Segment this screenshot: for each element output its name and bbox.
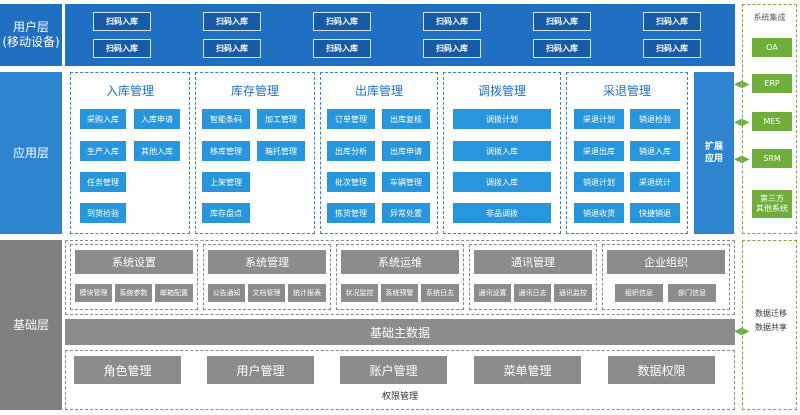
account-management-block: 账户管理: [340, 356, 447, 384]
base-panel-title: 企业组织: [607, 250, 725, 274]
base-item: 邮箱配置: [155, 284, 193, 302]
panel-title: 调拨管理: [477, 84, 526, 98]
arrow-icon: ◀▶: [734, 117, 750, 128]
data-migration-panel: [742, 240, 797, 410]
app-item: 订单管理: [327, 109, 375, 129]
app-item: 采购入库: [80, 109, 126, 129]
scan-inbound-button: 扫码入库: [533, 39, 591, 58]
panel-title: 采退管理: [602, 84, 651, 98]
app-item: 上架管理: [202, 172, 250, 192]
app-item: 加工管理: [257, 109, 305, 129]
base-panel-title: 系统运维: [341, 250, 459, 274]
base-item: 统计报表: [288, 284, 326, 302]
app-item: 销退检验: [630, 109, 680, 129]
base-item: 模块管理: [75, 284, 112, 302]
base-item: 系统日志: [421, 284, 459, 302]
app-item: 批次管理: [327, 172, 375, 192]
app-item: 任务管理: [80, 172, 126, 192]
role-management-block: 角色管理: [74, 356, 181, 384]
app-item: 快捷销退: [630, 203, 680, 223]
third-party-system-block: 第三方 其他系统: [752, 190, 792, 218]
app-item: 采退计划: [574, 109, 624, 129]
app-item: 出库分析: [327, 141, 375, 161]
app-item: 其他入库: [134, 141, 180, 161]
panel-title: 库存管理: [230, 84, 279, 98]
app-item: 库存盘点: [202, 203, 250, 223]
third-party-line2: 其他系统: [756, 204, 788, 213]
scan-inbound-button: 扫码入库: [313, 39, 371, 58]
arrow-icon: ◀▶: [734, 79, 750, 90]
data-migration-label: 数据迁移: [755, 309, 787, 318]
permissions-label: 权限管理: [381, 392, 418, 402]
base-layer-label: 基础层: [0, 240, 62, 410]
app-item: 生产入库: [80, 141, 126, 161]
oa-system-block: OA: [752, 38, 792, 57]
user-management-block: 用户管理: [207, 356, 314, 384]
base-item: 部门信息: [668, 284, 716, 302]
app-layer-label: 应用层: [0, 72, 62, 234]
base-item: 文档管理: [248, 284, 285, 302]
app-item: 采退出库: [574, 141, 624, 161]
extension-label-line2: 应用: [704, 154, 723, 164]
base-item: 通讯设置: [474, 284, 511, 302]
scan-inbound-button: 扫码入库: [423, 39, 481, 58]
scan-inbound-button: 扫码入库: [93, 39, 151, 58]
third-party-line1: 第三方: [760, 194, 784, 203]
app-item: 箱托管理: [257, 141, 305, 161]
user-layer-title: 用户层: [12, 20, 49, 34]
menu-management-block: 菜单管理: [474, 356, 581, 384]
panel-title: 出库管理: [354, 84, 403, 98]
app-item: 销退入库: [630, 141, 680, 161]
data-sharing-label: 数据共享: [755, 323, 787, 332]
app-item: 入库申请: [134, 109, 180, 129]
master-data-bar: 基础主数据: [65, 319, 735, 345]
base-panel-title: 系统设置: [75, 250, 193, 274]
app-item: 车辆管理: [382, 172, 430, 192]
scan-inbound-button: 扫码入库: [643, 12, 701, 31]
erp-system-block: ERP: [752, 74, 792, 93]
base-panel-title: 通讯管理: [474, 250, 592, 274]
app-item: 出库复核: [382, 109, 430, 129]
base-panel-title: 系统管理: [208, 250, 326, 274]
integration-title: 系统集成: [753, 13, 786, 22]
base-item: 通讯监控: [554, 284, 592, 302]
app-item: 采退统计: [630, 172, 680, 192]
scan-inbound-button: 扫码入库: [313, 12, 371, 31]
mes-system-block: MES: [752, 112, 792, 131]
app-item: 拣货管理: [327, 203, 375, 223]
scan-inbound-button: 扫码入库: [533, 12, 591, 31]
app-item: 出库申请: [382, 141, 430, 161]
user-layer-label: 用户层 (移动设备): [0, 4, 62, 66]
base-item: 系统参数: [115, 284, 152, 302]
arrow-icon: ◀▶: [734, 154, 750, 165]
base-item: 组织信息: [615, 284, 663, 302]
base-item: 系统预警: [381, 284, 418, 302]
app-item: 调拨入库: [453, 172, 551, 192]
app-item: 销退收货: [574, 203, 624, 223]
scan-inbound-button: 扫码入库: [203, 39, 261, 58]
base-item: 通讯日志: [514, 284, 551, 302]
scan-inbound-button: 扫码入库: [203, 12, 261, 31]
user-layer-subtitle: (移动设备): [2, 35, 60, 49]
scan-inbound-button: 扫码入库: [93, 12, 151, 31]
app-item: 移库管理: [202, 141, 250, 161]
srm-system-block: SRM: [752, 149, 792, 168]
app-item: 智能条码: [202, 109, 250, 129]
arrow-icon: ◀▶: [734, 326, 750, 337]
app-item: 到货检验: [80, 203, 126, 223]
app-item: 非品调拨: [453, 203, 551, 223]
app-item: 异常处置: [382, 203, 430, 223]
app-item: 调拨计划: [453, 109, 551, 129]
extension-app-block: 扩展 应用: [694, 72, 734, 234]
base-item: 公告通知: [208, 284, 245, 302]
extension-label-line1: 扩展: [704, 142, 723, 152]
app-item: 销退计划: [574, 172, 624, 192]
app-item: 调拨入库: [453, 141, 551, 161]
user-layer-band: [65, 4, 735, 66]
scan-inbound-button: 扫码入库: [423, 12, 481, 31]
base-item: 状况监控: [341, 284, 378, 302]
panel-title: 入库管理: [105, 84, 154, 98]
data-permissions-block: 数据权限: [608, 356, 715, 384]
scan-inbound-button: 扫码入库: [643, 39, 701, 58]
